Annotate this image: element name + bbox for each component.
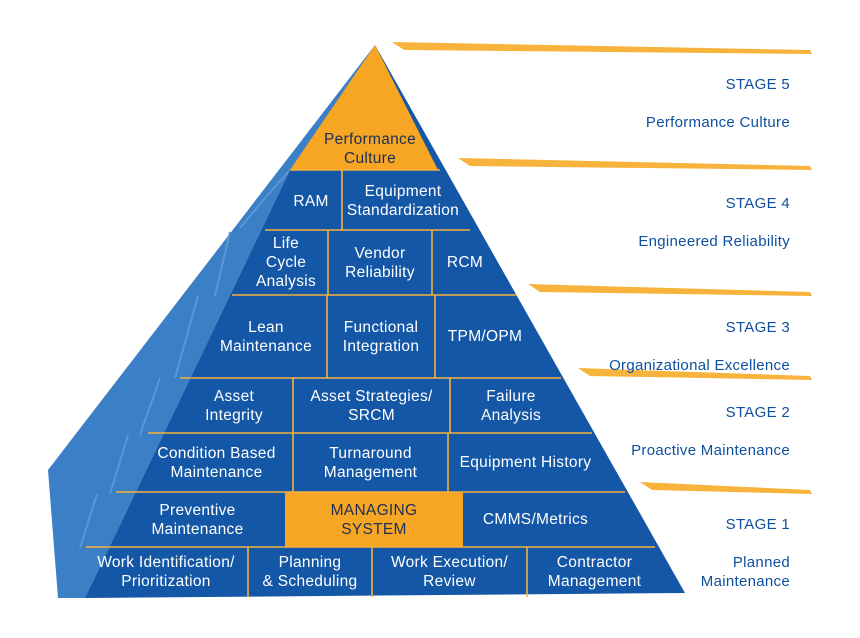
cell-cmms-metrics: CMMS/Metrics bbox=[482, 511, 589, 528]
stage1-ribbon bbox=[640, 482, 812, 494]
stage5-subtitle: Performance Culture bbox=[645, 114, 790, 131]
stage3-ribbon bbox=[528, 284, 812, 296]
cell-asset-strategies-srcm: Asset Strategies/ SRCM bbox=[310, 387, 433, 424]
cell-work-identification: Work Identification/ Prioritization bbox=[97, 554, 235, 590]
cell-equipment-history: Equipment History bbox=[459, 454, 592, 471]
stage4-title: STAGE 4 bbox=[725, 195, 790, 212]
cell-ram: RAM bbox=[293, 192, 329, 210]
pyramid-side-face bbox=[48, 45, 375, 598]
cell-condition-based-maintenance: Condition Based Maintenance bbox=[157, 444, 276, 481]
cell-rcm: RCM bbox=[446, 254, 484, 271]
cell-functional-integration: Functional Integration bbox=[342, 318, 420, 355]
stage4-ribbon bbox=[458, 158, 812, 170]
stage3-subtitle: Organizational Excellence bbox=[609, 357, 790, 374]
stage3-title: STAGE 3 bbox=[725, 319, 790, 336]
cell-life-cycle-analysis: Life Cycle Analysis bbox=[255, 235, 317, 290]
stage2-ribbon bbox=[578, 368, 812, 380]
apex-label: Performance Culture bbox=[323, 131, 417, 167]
managing-system-block bbox=[285, 492, 463, 547]
stage5-label: STAGE 5 Performance Culture bbox=[646, 56, 790, 151]
pyramid-front-face bbox=[85, 45, 685, 598]
stage3-label: STAGE 3 Organizational Excellence bbox=[609, 299, 790, 394]
stage4-subtitle: Engineered Reliability bbox=[638, 233, 790, 250]
cell-managing-system: MANAGING SYSTEM bbox=[330, 501, 418, 538]
cell-asset-integrity: Asset Integrity bbox=[205, 387, 263, 424]
cell-equipment-standardization: Equipment Standardization bbox=[346, 183, 460, 219]
stage1-title: STAGE 1 bbox=[725, 516, 790, 533]
apex-block bbox=[290, 45, 438, 170]
stage4-label: STAGE 4 Engineered Reliability bbox=[638, 175, 790, 270]
stage2-label: STAGE 2 Proactive Maintenance bbox=[631, 384, 790, 479]
stage5-title: STAGE 5 bbox=[725, 76, 790, 93]
stage1-label: STAGE 1 Planned Maintenance bbox=[701, 496, 790, 610]
cell-contractor-management: Contractor Management bbox=[547, 554, 642, 590]
stage1-subtitle: Planned Maintenance bbox=[700, 554, 790, 590]
stage2-title: STAGE 2 bbox=[725, 404, 790, 421]
cell-planning-scheduling: Planning & Scheduling bbox=[262, 554, 358, 590]
cell-work-execution-review: Work Execution/ Review bbox=[390, 554, 509, 590]
cell-failure-analysis: Failure Analysis bbox=[480, 387, 542, 424]
stage5-ribbon bbox=[392, 42, 812, 54]
cell-tpm-opm: TPM/OPM bbox=[447, 328, 523, 345]
stage-ribbons bbox=[392, 42, 812, 494]
cell-preventive-maintenance: Preventive Maintenance bbox=[151, 501, 244, 538]
cell-turnaround-management: Turnaround Management bbox=[323, 444, 418, 481]
cell-lean-maintenance: Lean Maintenance bbox=[219, 318, 313, 355]
block-dividers bbox=[86, 169, 655, 597]
stage2-subtitle: Proactive Maintenance bbox=[631, 442, 790, 459]
cell-vendor-reliability: Vendor Reliability bbox=[345, 244, 415, 281]
side-face-stripes bbox=[79, 169, 291, 549]
